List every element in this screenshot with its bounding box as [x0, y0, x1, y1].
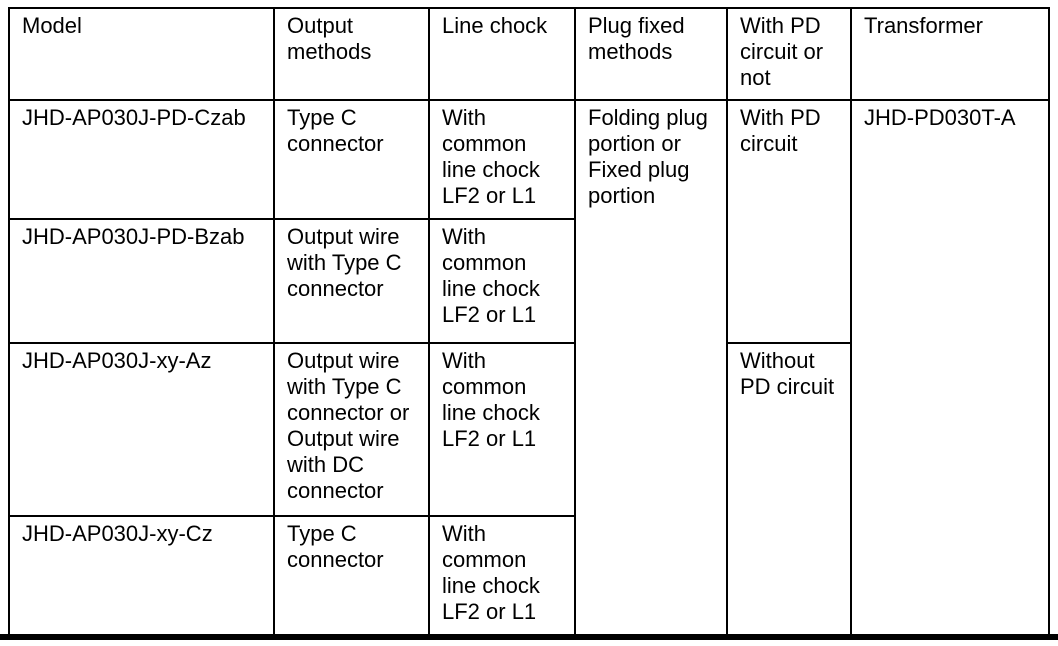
cell-line-chock-czab: With common line chock LF2 or L1	[428, 99, 576, 220]
cell-model-xy-cz: JHD-AP030J-xy-Cz	[8, 515, 275, 637]
column-header-transformer: Transformer	[850, 7, 1050, 101]
header-row: Model Output methods Line chock Plug fix…	[8, 7, 1050, 101]
cell-output-method-czab: Type C connector	[273, 99, 430, 220]
table-row: JHD-AP030J-xy-Cz Type C connector With c…	[8, 515, 1049, 637]
table-row: JHD-AP030J-PD-Czab Type C connector With…	[8, 99, 1050, 637]
column-header-output-methods: Output methods	[273, 7, 430, 101]
table-row: JHD-AP030J-xy-Az Output wire with Type C…	[8, 342, 1049, 637]
column-header-line-chock: Line chock	[428, 7, 576, 101]
page-bottom-rule	[0, 634, 1058, 640]
cell-model-bzab: JHD-AP030J-PD-Bzab	[8, 218, 275, 344]
cell-model-xy-az: JHD-AP030J-xy-Az	[8, 342, 275, 517]
column-header-plug-fixed-methods: Plug fixed methods	[574, 7, 728, 101]
cell-line-chock-xy-cz: With common line chock LF2 or L1	[428, 515, 576, 637]
column-header-model: Model	[8, 7, 275, 101]
cell-transformer: JHD-PD030T-A	[850, 99, 1050, 637]
cell-without-pd-circuit: Without PD circuit	[726, 342, 852, 637]
cell-line-chock-xy-az: With common line chock LF2 or L1	[428, 342, 576, 517]
cell-output-method-bzab: Output wire with Type C connector	[273, 218, 430, 344]
model-spec-table: Model Output methods Line chock Plug fix…	[8, 7, 1050, 637]
cell-plug-fixed-methods: Folding plug portion or Fixed plug porti…	[574, 99, 728, 637]
column-header-pd-circuit: With PD circuit or not	[726, 7, 852, 101]
table-row: JHD-AP030J-PD-Bzab Output wire with Type…	[8, 218, 1049, 344]
cell-output-method-xy-cz: Type C connector	[273, 515, 430, 637]
cell-line-chock-bzab: With common line chock LF2 or L1	[428, 218, 576, 344]
cell-output-method-xy-az: Output wire with Type C connector or Out…	[273, 342, 430, 517]
cell-model-czab: JHD-AP030J-PD-Czab	[8, 99, 275, 220]
cell-with-pd-circuit: With PD circuit	[726, 99, 852, 344]
